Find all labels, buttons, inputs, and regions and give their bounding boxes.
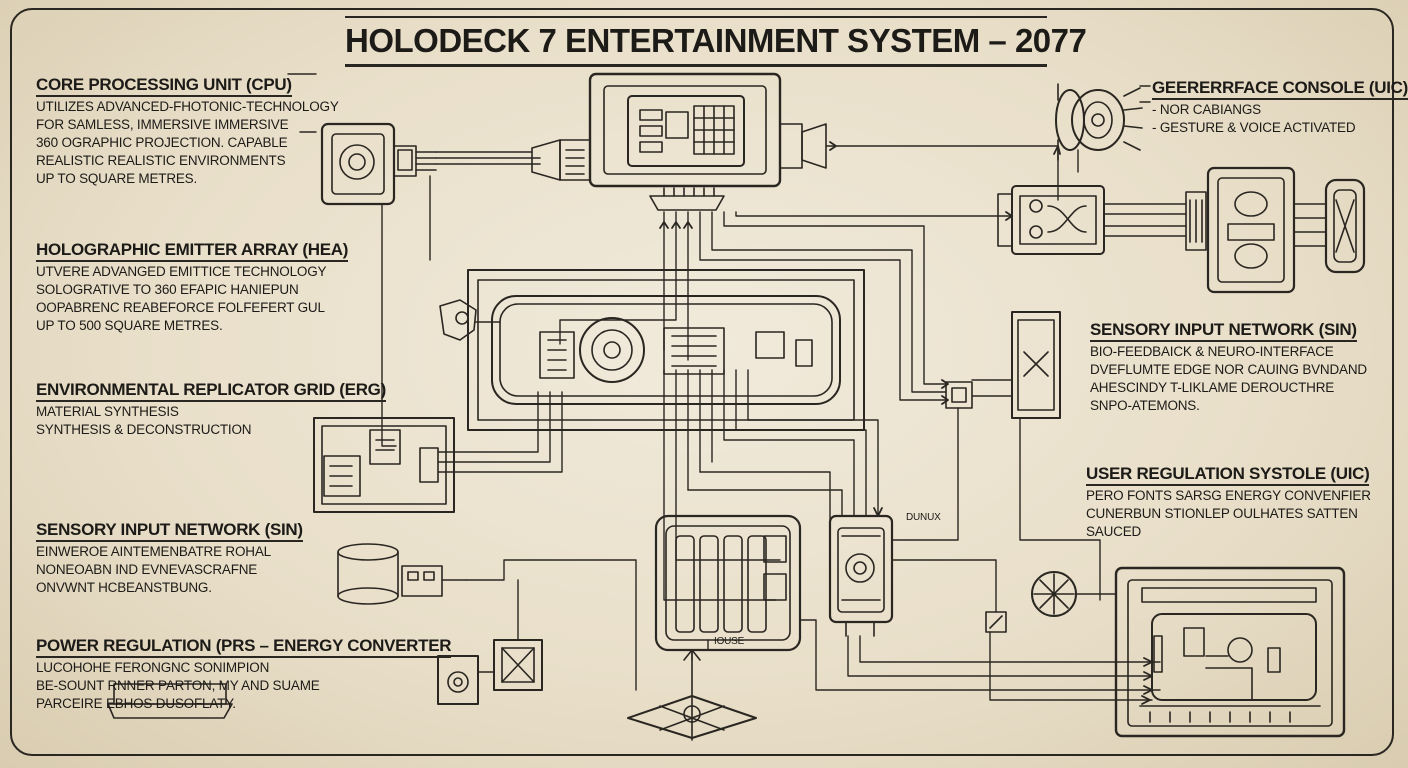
replicator-grid-device	[313, 417, 455, 513]
erg-desc-line: SYNTHESIS & DECONSTRUCTION	[36, 422, 252, 437]
cpu-heading: CORE PROCESSING UNIT (CPU)	[36, 75, 292, 97]
cpu-desc-line: FOR SAMLESS, IMMERSIVE IMMERSIVE	[36, 117, 289, 132]
cpu-camera-device	[320, 122, 541, 206]
module-small-label: DUNUX	[906, 512, 941, 523]
uic-console-desc-line: - NOR CABIANGS	[1152, 102, 1261, 117]
hea-label-block: HOLOGRAPHIC EMITTER ARRAY (HEA) UTVERE A…	[36, 240, 348, 334]
user-regulation-panel	[1114, 566, 1346, 738]
prs-desc-line: LUCOHOHE FERONGNC SONIMPION	[36, 660, 270, 675]
user-regulation-desc-line: CUNERBUN STIONLEP OULHATES SATTEN	[1086, 506, 1358, 521]
prs-heading: POWER REGULATION (PRS – ENERGY CONVERTER	[36, 636, 452, 658]
sin-right-desc-line: AHESCINDY T-LIKLAME DEROUCTHRE	[1090, 380, 1335, 395]
prs-desc-line: BE-SOUNT RNNER PARTON, MY AND SUAME	[36, 678, 320, 693]
sin-right-desc-line: BIO-FEEDBAICK & NEURO-INTERFACE	[1090, 344, 1334, 359]
ship-small-label: IOUSE	[714, 636, 745, 647]
holographic-emitter-board	[439, 269, 865, 431]
sin-left-desc-line: NONEOABN IND EVNEVASCRAFNE	[36, 562, 258, 577]
erg-label-block: ENVIRONMENTAL REPLICATOR GRID (ERG) MATE…	[36, 380, 386, 438]
holo-ship-device	[627, 649, 757, 741]
erg-desc-line: MATERIAL SYNTHESIS	[36, 404, 179, 419]
blueprint-frame	[10, 8, 1394, 756]
uic-console-heading: GEERERRFACE CONSOLE (UIC)	[1152, 78, 1408, 100]
cpu-console-device	[531, 72, 827, 211]
sin-left-desc-line: EINWEROE AINTEMENBATRE ROHAL	[36, 544, 271, 559]
sensory-input-device	[337, 543, 467, 605]
hea-desc-line: OOPABRENC REABEFORCE FOLFEFERT GUL	[36, 300, 325, 315]
user-regulation-heading: USER REGULATION SYSTOLE (UIC)	[1086, 464, 1370, 486]
uic-console-label-block: GEERERRFACE CONSOLE (UIC) - NOR CABIANGS…	[1152, 78, 1408, 136]
regulation-gear-device	[985, 571, 1077, 633]
user-regulation-desc-line: SAUCED	[1086, 524, 1142, 539]
uic-console-desc-line: - GESTURE & VOICE ACTIVATED	[1152, 120, 1356, 135]
erg-heading: ENVIRONMENTAL REPLICATOR GRID (ERG)	[36, 380, 386, 402]
diagram-title: HOLODECK 7 ENTERTAINMENT SYSTEM – 2077	[345, 16, 1087, 67]
user-regulation-desc-line: PERO FONTS SARSG ENERGY CONVENFIER	[1086, 488, 1371, 503]
sensory-network-device	[945, 311, 1061, 419]
energy-regulator-device	[828, 514, 894, 637]
cpu-desc-line: UTILIZES ADVANCED-FHOTONIC-TECHNOLOGY	[36, 99, 339, 114]
sin-right-label-block: SENSORY INPUT NETWORK (SIN) BIO-FEEDBAIC…	[1090, 320, 1367, 414]
hea-desc-line: UP TO 500 SQUARE METRES.	[36, 318, 223, 333]
cpu-label-block: CORE PROCESSING UNIT (CPU) UTILIZES ADVA…	[36, 75, 339, 187]
hea-desc-line: UTVERE ADVANGED EMITTICE TECHNOLOGY	[36, 264, 327, 279]
sin-right-desc-line: SNPO-ATEMONS.	[1090, 398, 1200, 413]
cpu-desc-line: 360 OGRAPHIC PROJECTION. CAPABLE	[36, 135, 288, 150]
sin-left-label-block: SENSORY INPUT NETWORK (SIN) EINWEROE AIN…	[36, 520, 303, 596]
cpu-desc-line: REALISTIC REALISTIC ENVIRONMENTS	[36, 153, 286, 168]
interface-console-device	[1055, 83, 1143, 161]
wiring-harness	[287, 73, 1161, 705]
prs-desc-line: PARCEIRE EBHOS DUSOFLATY.	[36, 696, 236, 711]
user-regulation-label-block: USER REGULATION SYSTOLE (UIC) PERO FONTS…	[1086, 464, 1371, 540]
prs-label-block: POWER REGULATION (PRS – ENERGY CONVERTER…	[36, 636, 452, 712]
interface-module-device	[997, 166, 1366, 294]
hea-heading: HOLOGRAPHIC EMITTER ARRAY (HEA)	[36, 240, 348, 262]
sin-left-heading: SENSORY INPUT NETWORK (SIN)	[36, 520, 303, 542]
sin-left-desc-line: ONVWNT HCBEANSTBUNG.	[36, 580, 212, 595]
cpu-desc-line: UP TO SQUARE METRES.	[36, 171, 198, 186]
hea-desc-line: SOLOGRATIVE TO 360 EFAPIC HANIEPUN	[36, 282, 299, 297]
sin-right-heading: SENSORY INPUT NETWORK (SIN)	[1090, 320, 1357, 342]
battery-bank-device	[654, 514, 802, 652]
sin-right-desc-line: DVEFLUMTE EDGE NOR CAUING BVNDAND	[1090, 362, 1367, 377]
